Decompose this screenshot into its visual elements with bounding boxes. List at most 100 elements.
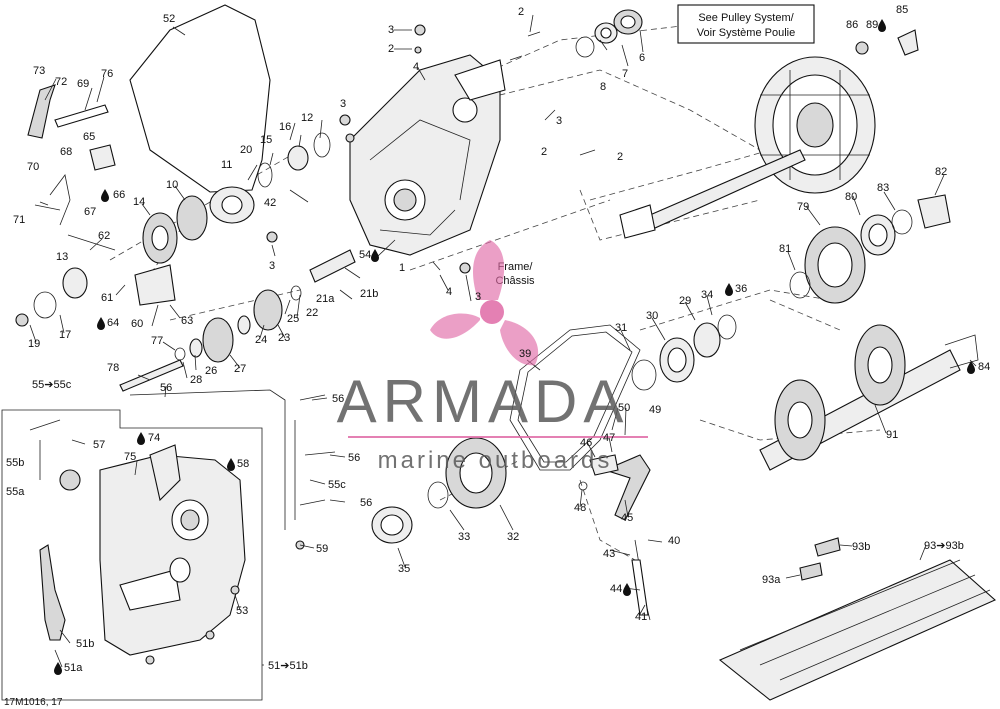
- drop-icon: [371, 249, 379, 262]
- part-label-59: 59: [316, 543, 328, 555]
- drop-icon: [54, 662, 62, 675]
- leader-lines: [29, 14, 977, 668]
- part-label-26: 26: [205, 365, 217, 377]
- part-label-74: 74: [148, 432, 160, 444]
- part-label-28: 28: [190, 374, 202, 386]
- part-label-55a: 55a: [6, 486, 25, 498]
- part-label-3: 3: [269, 260, 275, 272]
- part-label-6: 6: [639, 52, 645, 64]
- part-label-56: 56: [160, 382, 172, 394]
- gear-group-center-left: [15, 132, 356, 392]
- part-label-62: 62: [98, 230, 110, 242]
- part-label-4: 4: [413, 61, 419, 73]
- part-label-12: 12: [301, 112, 313, 124]
- part-label-51-range: 51➔51b: [268, 660, 308, 672]
- part-label-86: 86: [846, 19, 858, 31]
- part-label-58: 58: [237, 458, 249, 470]
- pulley-callout-line2: Voir Système Poulie: [697, 27, 795, 39]
- part-label-51b: 51b: [76, 638, 94, 650]
- drop-icon: [137, 432, 145, 445]
- drop-icon: [97, 317, 105, 330]
- part-label-4: 4: [446, 286, 452, 298]
- part-label-16: 16: [279, 121, 291, 133]
- part-label-31: 31: [615, 322, 627, 334]
- part-label-11: 11: [221, 159, 232, 171]
- part-label-89: 89: [866, 19, 878, 31]
- part-label-70: 70: [27, 161, 39, 173]
- part-label-64: 64: [107, 317, 119, 329]
- part-label-56: 56: [348, 452, 360, 464]
- lever-group-left: [27, 84, 116, 251]
- bearing-group-6-7-8: [575, 9, 643, 58]
- part-label-55-range: 55➔55c: [32, 379, 72, 391]
- part-label-10: 10: [166, 179, 178, 191]
- watermark-subtitle: marine outboards: [378, 447, 613, 474]
- part-label-2: 2: [617, 151, 623, 163]
- part-label-50: 50: [618, 402, 630, 414]
- gasket-52: [129, 4, 271, 193]
- part-label-3: 3: [340, 98, 346, 110]
- part-labels: 52 3 2 2 4 7 6 8 86 89 85 73 72 69 76 3 …: [6, 4, 990, 674]
- diagram-reference-code: 17M1016, 17: [4, 697, 63, 708]
- part-label-80: 80: [845, 191, 857, 203]
- part-label-21a: 21a: [316, 293, 335, 305]
- part-label-77: 77: [151, 335, 163, 347]
- drop-markers: [54, 19, 975, 675]
- part-label-47: 47: [603, 432, 615, 444]
- part-label-34: 34: [701, 289, 713, 301]
- watermark-logo: [430, 240, 539, 366]
- part-label-65: 65: [83, 131, 95, 143]
- part-label-2: 2: [388, 43, 394, 55]
- part-label-23: 23: [278, 332, 290, 344]
- part-label-82: 82: [935, 166, 947, 178]
- part-label-44: 44: [610, 583, 622, 595]
- part-label-51a: 51a: [64, 662, 83, 674]
- part-label-48: 48: [574, 502, 586, 514]
- part-label-67: 67: [84, 206, 96, 218]
- part-label-2: 2: [518, 6, 524, 18]
- part-label-55c: 55c: [328, 479, 346, 491]
- part-label-45: 45: [621, 512, 633, 524]
- part-label-69: 69: [77, 78, 89, 90]
- part-label-53: 53: [236, 605, 248, 617]
- part-label-84: 84: [978, 361, 990, 373]
- part-label-57: 57: [93, 439, 105, 451]
- belt-gear-group: [299, 324, 641, 544]
- part-label-39: 39: [519, 348, 531, 360]
- drop-icon: [101, 189, 109, 202]
- part-label-33: 33: [458, 531, 470, 543]
- part-label-56: 56: [332, 393, 344, 405]
- part-label-32: 32: [507, 531, 519, 543]
- frame-callout-line1: Frame/: [498, 261, 534, 273]
- part-label-24: 24: [255, 334, 267, 346]
- part-label-61: 61: [101, 292, 113, 304]
- part-label-3: 3: [556, 115, 562, 127]
- part-label-72: 72: [55, 76, 67, 88]
- main-housing: [349, 54, 506, 256]
- part-label-56: 56: [360, 497, 372, 509]
- drop-icon: [227, 458, 235, 471]
- part-label-81: 81: [779, 243, 791, 255]
- part-label-25: 25: [287, 313, 299, 325]
- part-label-55b: 55b: [6, 457, 24, 469]
- part-label-17: 17: [59, 329, 71, 341]
- part-label-3: 3: [475, 291, 481, 303]
- part-label-75: 75: [124, 451, 136, 463]
- seal-ring-group: [631, 314, 737, 391]
- track-slider-group: [718, 537, 997, 701]
- pulley-callout-line1: See Pulley System/: [698, 12, 794, 24]
- part-label-91: 91: [886, 429, 898, 441]
- part-label-63: 63: [181, 315, 193, 327]
- part-label-35: 35: [398, 563, 410, 575]
- part-label-83: 83: [877, 182, 889, 194]
- drop-icon: [623, 583, 631, 596]
- watermark-brand: ARMADA: [337, 368, 630, 435]
- part-label-49: 49: [649, 404, 661, 416]
- frame-callout-line2: Châssis: [495, 275, 535, 287]
- part-label-54: 54: [359, 249, 371, 261]
- drop-icon: [878, 19, 886, 32]
- pulley-assembly: [619, 4, 919, 239]
- part-label-1: 1: [399, 262, 405, 274]
- part-label-93a: 93a: [762, 574, 781, 586]
